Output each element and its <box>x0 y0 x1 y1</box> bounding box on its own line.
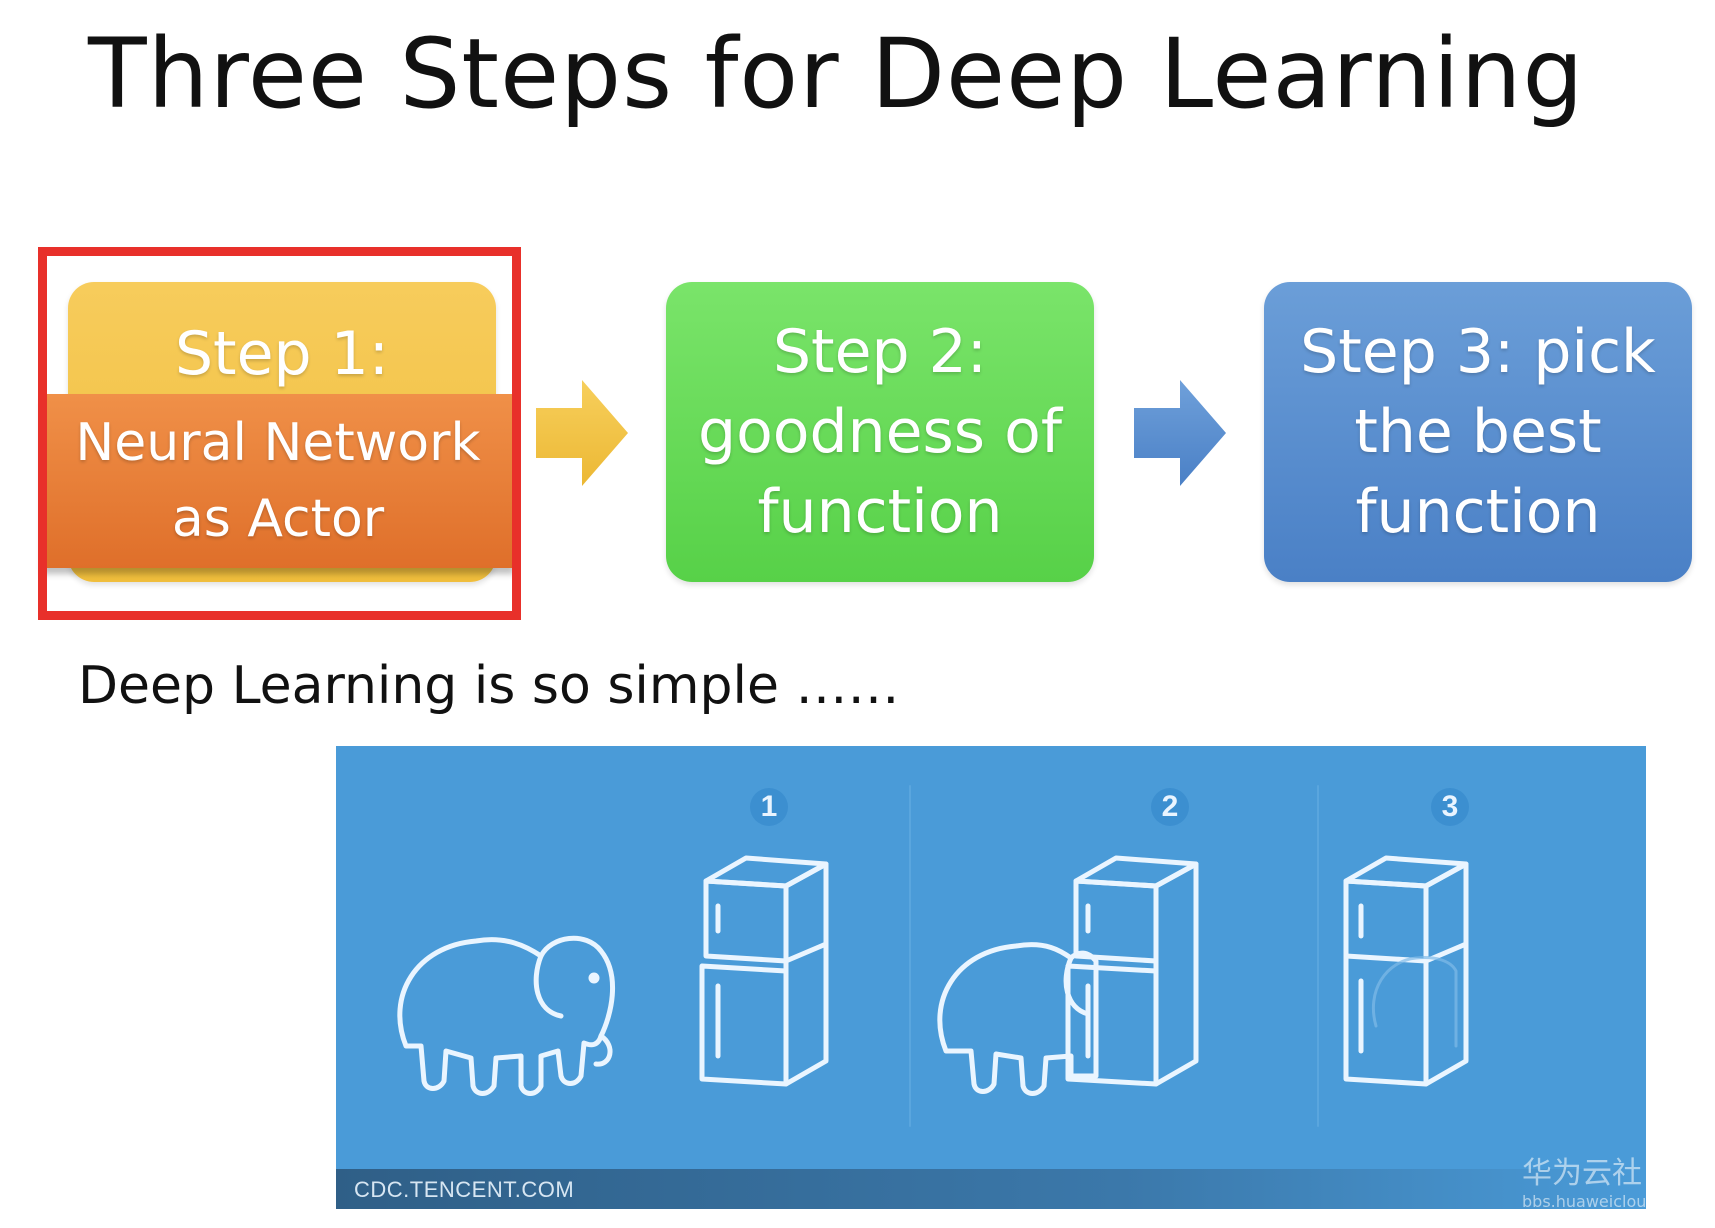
arrow-right-icon <box>536 380 628 486</box>
actor-line2: as Actor <box>171 489 385 549</box>
elephant-icon <box>397 935 616 1096</box>
slide-title: Three Steps for Deep Learning <box>88 18 1585 130</box>
step2-line2: goodness of <box>698 397 1062 467</box>
watermark: 华为云社 bbs.huaweiclou <box>1522 1148 1646 1211</box>
step3-line2: the best <box>1354 397 1602 467</box>
step3-line1: Step 3: pick <box>1300 317 1656 387</box>
step3-box: Step 3: pick the best function <box>1264 282 1692 582</box>
fridge-icon <box>699 855 829 1087</box>
actor-banner: Neural Network as Actor <box>42 394 514 568</box>
step3-line3: function <box>1355 477 1601 547</box>
watermark-line2: bbs.huaweiclou <box>1522 1192 1647 1211</box>
step1-label: Step 1: <box>174 319 390 389</box>
actor-line1: Neural Network <box>75 413 481 473</box>
scene-number-badge: 1 <box>750 788 788 826</box>
scene-number-badge: 3 <box>1431 788 1469 826</box>
step2-box: Step 2: goodness of function <box>666 282 1094 582</box>
watermark-line1: 华为云社 <box>1522 1156 1642 1191</box>
step2-line3: function <box>757 477 1003 547</box>
illustration-drawing <box>397 785 1469 1127</box>
subtitle-text: Deep Learning is so simple …… <box>78 656 900 716</box>
step1-highlight-frame <box>38 247 521 620</box>
arrow-right-icon <box>1134 380 1226 486</box>
fridge-icon <box>1343 855 1469 1087</box>
fridge-icon <box>1065 855 1199 1087</box>
elephant-fridge-illustration: 1 2 3 CDC.TENCENT.COM <box>336 746 1646 1209</box>
source-credit: CDC.TENCENT.COM <box>354 1177 575 1202</box>
step2-line1: Step 2: <box>772 317 988 387</box>
elephant-icon <box>1371 956 1458 1048</box>
scene-number-badge: 2 <box>1151 788 1189 826</box>
illustration-footer-bar <box>336 1169 1646 1209</box>
